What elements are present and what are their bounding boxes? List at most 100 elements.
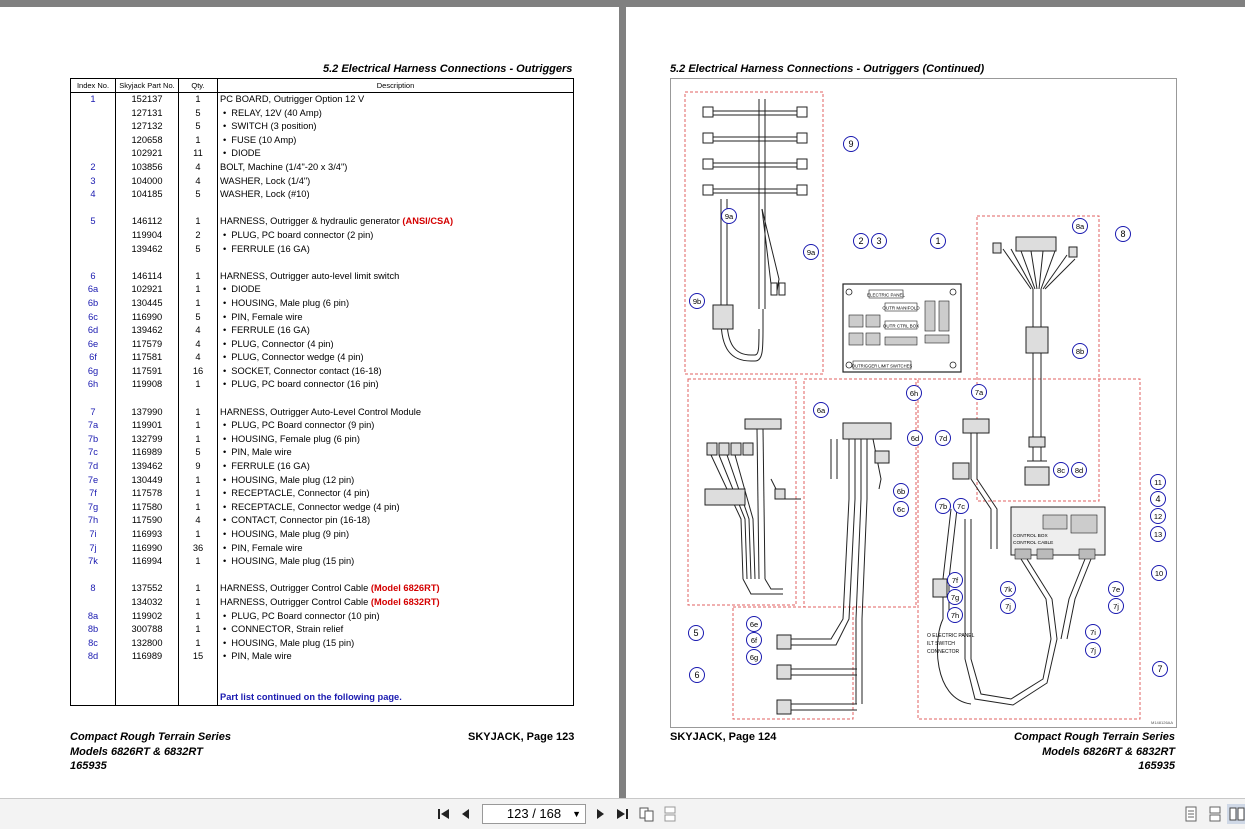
- callout-circle: [1108, 581, 1124, 597]
- callout-6f: 6f: [746, 632, 762, 648]
- table-row: [70, 201, 574, 216]
- last-page-button[interactable]: [612, 804, 632, 824]
- part-number: [115, 201, 179, 216]
- col-description: Description: [217, 78, 574, 93]
- description-text: HARNESS, Outrigger Auto-Level Control Mo…: [220, 406, 422, 417]
- table-row: 7h1175904CONTACT, Connector pin (16-18): [70, 514, 574, 528]
- description: HARNESS, Outrigger & hydraulic generator…: [217, 215, 574, 229]
- description: RELAY, 12V (40 Amp): [217, 106, 574, 121]
- continued-note: Part list continued on the following pag…: [220, 692, 402, 703]
- description-text: PLUG, PC Board connector (10 pin): [220, 611, 380, 621]
- facing-layout-button[interactable]: [1227, 804, 1245, 824]
- description-text: PC BOARD, Outrigger Option 12 V: [220, 94, 365, 104]
- index-number: 8: [70, 582, 116, 596]
- callout-circle: [746, 649, 762, 665]
- callout-4: 4: [1150, 491, 1166, 507]
- continuous-layout-button[interactable]: [1205, 804, 1225, 824]
- index-number: 6: [70, 269, 116, 284]
- index-number: 8c: [70, 636, 116, 651]
- table-row: 1271325SWITCH (3 position): [70, 120, 574, 134]
- first-page-button[interactable]: [434, 804, 454, 824]
- part-number: 103856: [115, 160, 179, 175]
- description-text: SWITCH (3 position): [220, 121, 317, 131]
- page-label: SKYJACK, Page 123: [468, 731, 575, 743]
- callout-7h: 7h: [947, 607, 963, 623]
- callout-circle: [947, 589, 963, 605]
- index-number: 7e: [70, 473, 116, 488]
- part-number: 120658: [115, 133, 179, 148]
- description: PLUG, PC Board connector (9 pin): [217, 419, 574, 433]
- quantity: 4: [178, 174, 218, 189]
- single-page-layout-button[interactable]: [1181, 804, 1201, 824]
- description: RECEPTACLE, Connector wedge (4 pin): [217, 500, 574, 515]
- description-text: RECEPTACLE, Connector wedge (4 pin): [220, 502, 400, 512]
- callout-label: 6: [694, 670, 699, 680]
- callout-label: 11: [1154, 478, 1162, 487]
- callout-circle: [803, 244, 819, 260]
- description: HOUSING, Male plug (9 pin): [217, 528, 574, 542]
- callout-circle: [1085, 642, 1101, 658]
- callout-circle: [1151, 565, 1167, 581]
- part-number: 116990: [115, 541, 179, 556]
- callout-label: 7c: [957, 502, 965, 511]
- part-number: 117580: [115, 500, 179, 515]
- part-number: 127132: [115, 120, 179, 134]
- description: DIODE: [217, 147, 574, 161]
- part-number: 116993: [115, 528, 179, 542]
- callout-circle: [1053, 462, 1069, 478]
- quantity: [178, 392, 218, 406]
- quantity: 1: [178, 405, 218, 420]
- table-row: 6h1199081PLUG, PC board connector (16 pi…: [70, 378, 574, 393]
- callout-6e: 6e: [746, 616, 762, 632]
- index-number: 6h: [70, 378, 116, 393]
- part-number: 102921: [115, 147, 179, 161]
- table-row: 7a1199011PLUG, PC Board connector (9 pin…: [70, 419, 574, 433]
- connector-label-2: ILT SWITCH: [927, 641, 955, 647]
- col-index-no: Index No.: [70, 78, 116, 93]
- description: HOUSING, Male plug (15 pin): [217, 636, 574, 651]
- part-number: 130445: [115, 296, 179, 311]
- index-number: 5: [70, 215, 116, 229]
- parts-table: Index No. Skyjack Part No. Qty. Descript…: [70, 78, 574, 706]
- index-number: 7g: [70, 500, 116, 515]
- two-page-view-button[interactable]: [637, 804, 657, 824]
- previous-page-button[interactable]: [456, 804, 476, 824]
- quantity: 1: [178, 92, 218, 107]
- quantity: 1: [178, 473, 218, 488]
- description: HARNESS, Outrigger Control Cable (Model …: [217, 582, 574, 596]
- callout-7a: 7a: [971, 384, 987, 400]
- quantity: 1: [178, 269, 218, 284]
- description: PIN, Male wire: [217, 446, 574, 461]
- page-number-select[interactable]: 123 / 168 ▼: [482, 804, 586, 824]
- description: HARNESS, Outrigger Control Cable (Model …: [217, 595, 574, 610]
- description: PLUG, PC board connector (2 pin): [217, 228, 574, 243]
- quantity: 16: [178, 364, 218, 379]
- callout-6b: 6b: [893, 483, 909, 499]
- callout-label: 7b: [939, 502, 947, 511]
- quantity: 1: [178, 555, 218, 569]
- next-page-button[interactable]: [590, 804, 610, 824]
- callout-circle: [1150, 474, 1166, 490]
- table-row: [70, 392, 574, 406]
- section-title: 5.2 Electrical Harness Connections - Out…: [323, 63, 573, 75]
- index-number: 4: [70, 188, 116, 202]
- description: WASHER, Lock (1/4"): [217, 174, 574, 189]
- callout-7j: 7j: [1108, 598, 1124, 614]
- index-number: [70, 228, 116, 243]
- table-row: 6e1175794PLUG, Connector (4 pin): [70, 337, 574, 352]
- description-text: HOUSING, Male plug (15 pin): [220, 556, 354, 566]
- manifold-label: OUTR MANIFOLD: [882, 306, 920, 311]
- table-row-note: Part list continued on the following pag…: [70, 691, 574, 706]
- diagram-svg: ELECTRIC PANEL OUTR MANIFOLD OUTR CTRL B…: [684, 91, 1173, 725]
- viewer-toolbar: 123 / 168 ▼: [0, 798, 1245, 829]
- continuous-view-button[interactable]: [660, 804, 680, 824]
- description-text: DIODE: [220, 148, 261, 158]
- callout-9a: 9a: [803, 244, 819, 260]
- quantity: 1: [178, 378, 218, 393]
- quantity: 4: [178, 337, 218, 352]
- part-number: 119901: [115, 419, 179, 433]
- callout-circle: [721, 208, 737, 224]
- description-text: DIODE: [220, 284, 261, 294]
